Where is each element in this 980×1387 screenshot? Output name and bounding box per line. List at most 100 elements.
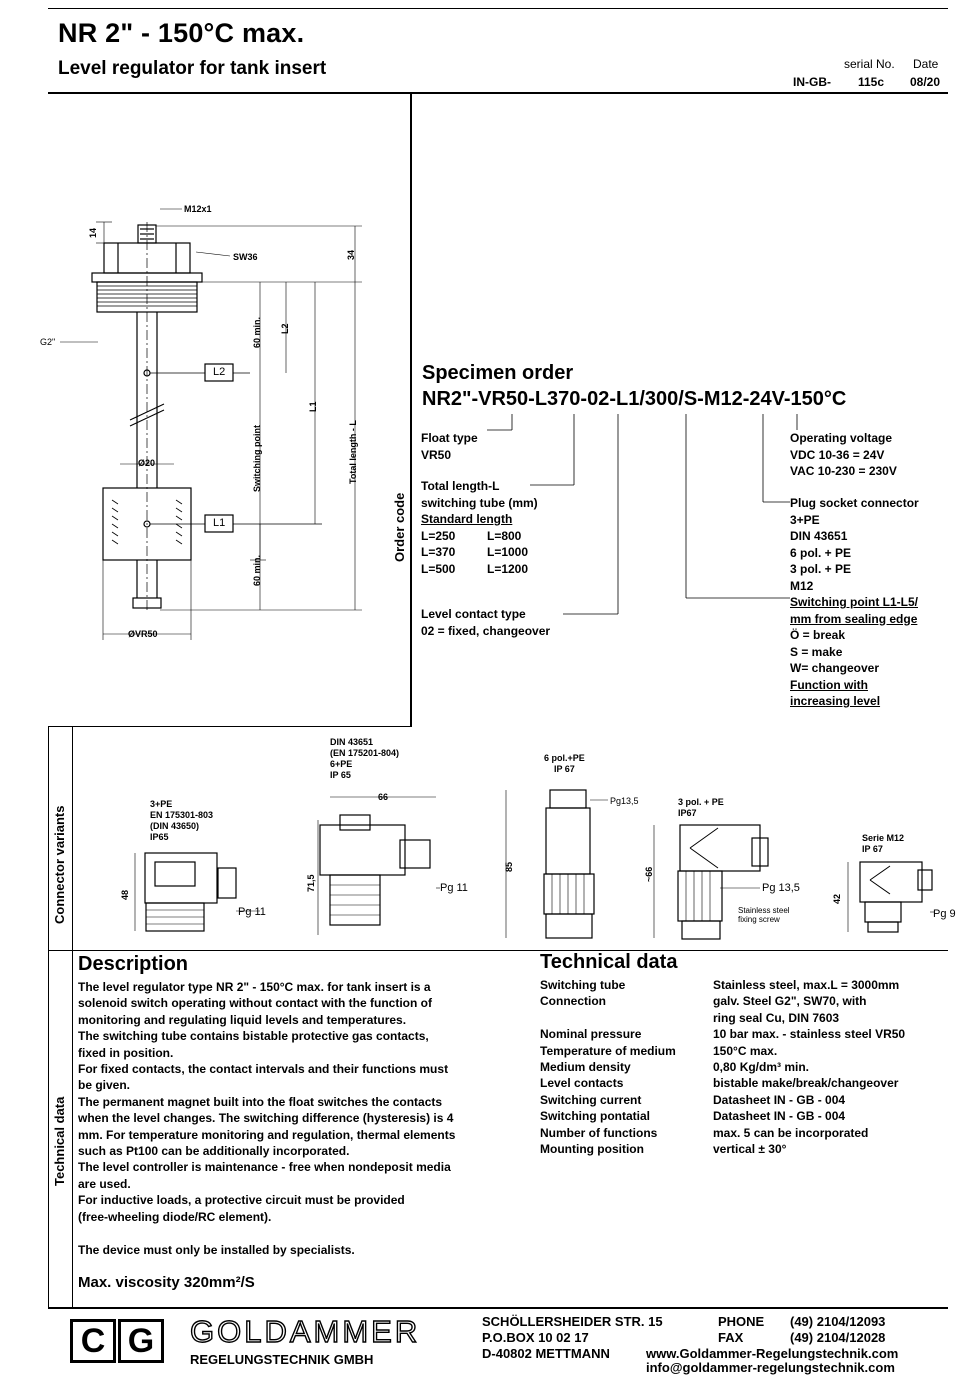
- max-viscosity: Max. viscosity 320mm²/S: [78, 1274, 255, 1291]
- switching-point-label: Switching point: [252, 425, 262, 492]
- technical-data-heading: Technical data: [540, 951, 678, 973]
- description-line: fixed in position.: [78, 1045, 174, 1060]
- tech-label: Switching tube: [540, 978, 626, 992]
- connector-5-pg: Pg 9: [933, 908, 956, 920]
- description-line: For fixed contacts, the contact interval…: [78, 1062, 449, 1077]
- side-label-divider: [72, 726, 73, 1308]
- tech-label: Switching pontatial: [540, 1109, 650, 1124]
- tech-label: Level contacts: [540, 1076, 624, 1091]
- footer-rule: [48, 1307, 948, 1309]
- dim-60min-top-label: 60 min.: [252, 316, 262, 348]
- phone-number: (49) 2104/12093: [790, 1314, 886, 1329]
- contact-type-block: Level contact type 02 = fixed, changeove…: [421, 607, 551, 638]
- serial-number: 115c: [858, 75, 885, 89]
- tech-value: bistable make/break/changeover: [713, 1076, 899, 1091]
- description-line: monitoring and regulating liquid levels …: [78, 1012, 407, 1027]
- tech-label: Switching current: [540, 1092, 642, 1107]
- voltage-block: Operating voltage VDC 10-36 = 24V VAC 10…: [790, 431, 897, 478]
- header-rule: [48, 92, 948, 94]
- tech-value: 10 bar max. - stainless steel VR50: [713, 1027, 906, 1042]
- tech-label: Connection: [540, 994, 606, 1009]
- description-line: The device must only be installed by spe…: [78, 1242, 355, 1257]
- total-length-block: Total length-L switching tube (mm) Stand…: [421, 479, 538, 576]
- page-subtitle: Level regulator for tank insert: [58, 58, 327, 79]
- dim-34-label: 34: [346, 249, 356, 260]
- dim-L2-label: L2: [280, 323, 290, 334]
- top-rule: [48, 8, 948, 9]
- d20-label: Ø20: [138, 458, 156, 468]
- company-name: GOLDAMMER: [189, 1313, 421, 1349]
- specimen-order-code: NR2"-VR50-L370-02-L1/300/S-M12-24V-150°C: [422, 388, 847, 410]
- description-text: The level regulator type NR 2" - 150°C m…: [78, 979, 518, 1258]
- description-heading: Description: [78, 953, 189, 975]
- tech-value: Datasheet IN - GB - 004: [713, 1092, 846, 1107]
- description-line: are used.: [78, 1176, 131, 1191]
- connector-3-pg: Pg13,5: [610, 796, 639, 806]
- tech-value: ring seal Cu, DIN 7603: [713, 1010, 840, 1025]
- dvr50-label: ØVR50: [128, 629, 158, 639]
- l2-box-label: L2: [213, 366, 226, 378]
- m12x1-label: M12x1: [184, 204, 212, 214]
- logo-c: C: [70, 1319, 116, 1363]
- drawing-bottom-rule: [48, 726, 412, 727]
- date-label: Date: [913, 57, 939, 71]
- description-line: The permanent magnet built into the floa…: [78, 1094, 443, 1109]
- connector-bottom-rule: [48, 950, 948, 951]
- page-title: NR 2" - 150°C max.: [58, 18, 305, 48]
- float-type-block: Float type VR50: [421, 431, 478, 462]
- description-line: [78, 1225, 518, 1241]
- connector-1-dim: 48: [120, 889, 130, 900]
- description-line: when the level changes. The switching di…: [78, 1111, 454, 1126]
- logo-g: G: [118, 1319, 164, 1363]
- tech-label: Mounting position: [540, 1142, 644, 1156]
- connector-4-pg: Pg 13,5: [762, 882, 800, 894]
- connector-2-pg: Pg 11: [440, 882, 468, 894]
- plug-block: Plug socket connector 3+PE DIN 43651 6 p…: [790, 496, 919, 708]
- left-frame: [48, 726, 49, 1308]
- dim-L1-label: L1: [308, 401, 318, 412]
- tech-label: Temperature of medium: [540, 1043, 676, 1058]
- dim-14-label: 14: [88, 227, 98, 238]
- description-line: For inductive loads, a protective circui…: [78, 1193, 405, 1208]
- fax-label: FAX: [718, 1330, 744, 1345]
- description-line: be given.: [78, 1078, 131, 1093]
- description-line: The level regulator type NR 2" - 150°C m…: [78, 980, 431, 994]
- company-subtitle: REGELUNGSTECHNIK GMBH: [190, 1352, 374, 1367]
- connector-3-dim: 85: [504, 861, 514, 872]
- email-link[interactable]: info@goldammer-regelungstechnik.com: [646, 1360, 895, 1375]
- description-line: (free-wheeling diode/RC element).: [78, 1209, 272, 1224]
- connector-4-dim: ~66: [644, 866, 654, 882]
- tech-label: Number of functions: [540, 1125, 658, 1140]
- connector-1-pg: Pg 11: [238, 906, 266, 918]
- tech-label: Medium density: [540, 1060, 631, 1074]
- connector-2-dim-h: 71,5: [306, 874, 316, 892]
- specimen-order-heading: Specimen order: [422, 362, 574, 384]
- description-line: The switching tube contains bistable pro…: [78, 1029, 429, 1044]
- doc-prefix: IN-GB-: [793, 75, 831, 89]
- description-line: mm. For temperature monitoring and regul…: [78, 1127, 456, 1142]
- tech-value: Datasheet IN - GB - 004: [713, 1109, 846, 1124]
- total-length-label: Total length - L: [348, 420, 358, 484]
- doc-date: 08/20: [910, 75, 941, 89]
- tech-value: galv. Steel G2", SW70, with: [713, 994, 867, 1009]
- dim-60min-bottom-label: 60 min.: [252, 554, 262, 586]
- g2-label: G2": [40, 337, 56, 347]
- tech-value: 150°C max.: [713, 1043, 778, 1058]
- serial-label: serial No.: [844, 57, 895, 71]
- connector-5-dim: 42: [832, 893, 842, 904]
- website-link[interactable]: www.Goldammer-Regelungstechnik.com: [646, 1346, 899, 1361]
- connector-2-dim-w: 66: [378, 792, 389, 802]
- order-divider: [410, 94, 412, 726]
- tech-value: Stainless steel, max.L = 3000mm: [713, 978, 900, 992]
- sw36-label: SW36: [233, 252, 258, 262]
- tech-value: max. 5 can be incorporated: [713, 1125, 869, 1140]
- fax-number: (49) 2104/12028: [790, 1330, 886, 1345]
- tech-value: vertical ± 30°: [713, 1142, 787, 1156]
